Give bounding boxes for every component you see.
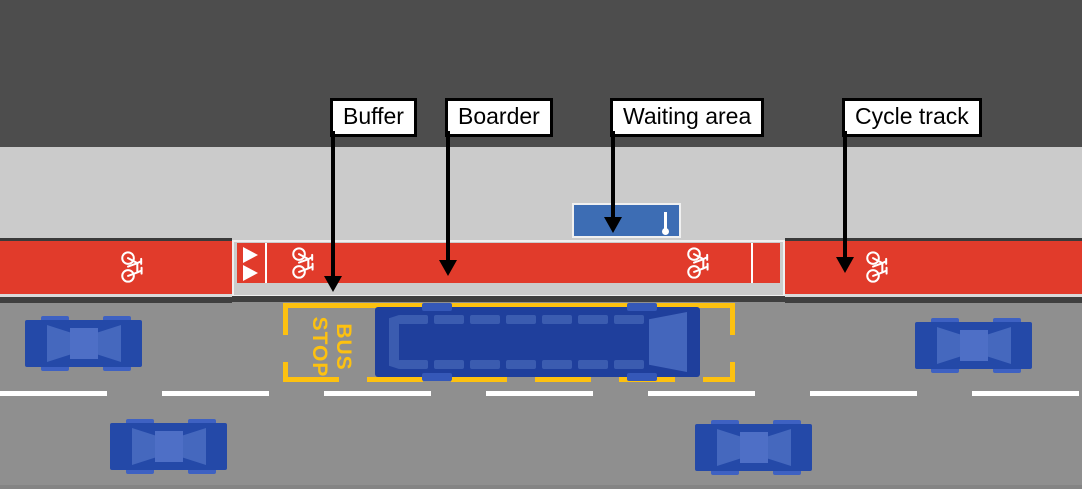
boarder-lane-end <box>753 243 780 283</box>
bus-wheel <box>627 303 657 311</box>
bus-rear-window <box>389 315 399 369</box>
boarder-cycle-lane <box>237 243 780 283</box>
label-buffer: Buffer <box>330 98 417 137</box>
curb-edge <box>785 238 1082 241</box>
waiting-area-shelter <box>572 203 681 238</box>
curb-light-edge <box>785 294 1082 297</box>
lane-divider <box>265 243 267 283</box>
bus-stop-pole-icon <box>664 212 667 230</box>
curb-dark-edge <box>0 297 232 303</box>
bus <box>375 303 700 381</box>
cycle-track-right <box>785 238 1082 303</box>
waiting-area-arrow-line <box>611 131 615 217</box>
curb-edge <box>0 238 232 241</box>
boarder-lane-main <box>267 243 751 283</box>
bus-stop-box-top <box>283 303 735 308</box>
bus-stop-box-bottom <box>283 377 735 382</box>
bike-icon <box>118 250 152 284</box>
label-cycle-track: Cycle track <box>842 98 982 137</box>
label-waiting-area: Waiting area <box>610 98 765 137</box>
bus-stop-box-right <box>730 303 735 335</box>
buffer-arrow-line <box>331 131 335 276</box>
cycle-track-arrow-line <box>843 131 847 257</box>
bus-windows <box>398 315 644 324</box>
curb-light-edge <box>0 294 232 297</box>
bus-windshield <box>649 312 687 372</box>
lane-divider <box>751 243 753 283</box>
boarder-arrow-head <box>439 260 457 276</box>
bus-boarder-island <box>232 240 785 297</box>
chevron-right-icon <box>243 247 258 263</box>
bus-windows <box>398 360 644 369</box>
bus-wheel <box>422 303 452 311</box>
bus-stop-box-left <box>283 303 288 335</box>
car <box>695 420 812 475</box>
car <box>110 419 227 474</box>
cycle-lane-red <box>785 241 1082 294</box>
car <box>25 316 142 371</box>
road-bottom-edge <box>0 485 1082 489</box>
bus-stop-road-marking: BUS STOP <box>308 316 355 378</box>
buffer-arrow-head <box>324 276 342 292</box>
chevron-section <box>237 243 265 283</box>
bike-icon <box>684 246 718 280</box>
lane-marking-dashes <box>0 391 1082 396</box>
curb-dark-edge <box>785 297 1082 303</box>
bus-wheel <box>422 373 452 381</box>
cycle-lane-red <box>0 241 232 294</box>
bus-stop-pole-base-icon <box>662 228 669 235</box>
boarder-arrow-line <box>446 131 450 260</box>
cycle-track-arrow-head <box>836 257 854 273</box>
label-boarder: Boarder <box>445 98 553 137</box>
sidewalk-band <box>0 147 1082 240</box>
car <box>915 318 1032 373</box>
bike-icon <box>289 246 323 280</box>
chevron-right-icon <box>243 265 258 281</box>
waiting-area-arrow-head <box>604 217 622 233</box>
bus-stop-box-left <box>283 362 288 382</box>
bike-icon <box>863 250 897 284</box>
cycle-track-left <box>0 238 232 303</box>
bus-wheel <box>627 373 657 381</box>
island-curb-edge <box>232 296 785 302</box>
bus-stop-box-right <box>730 362 735 382</box>
